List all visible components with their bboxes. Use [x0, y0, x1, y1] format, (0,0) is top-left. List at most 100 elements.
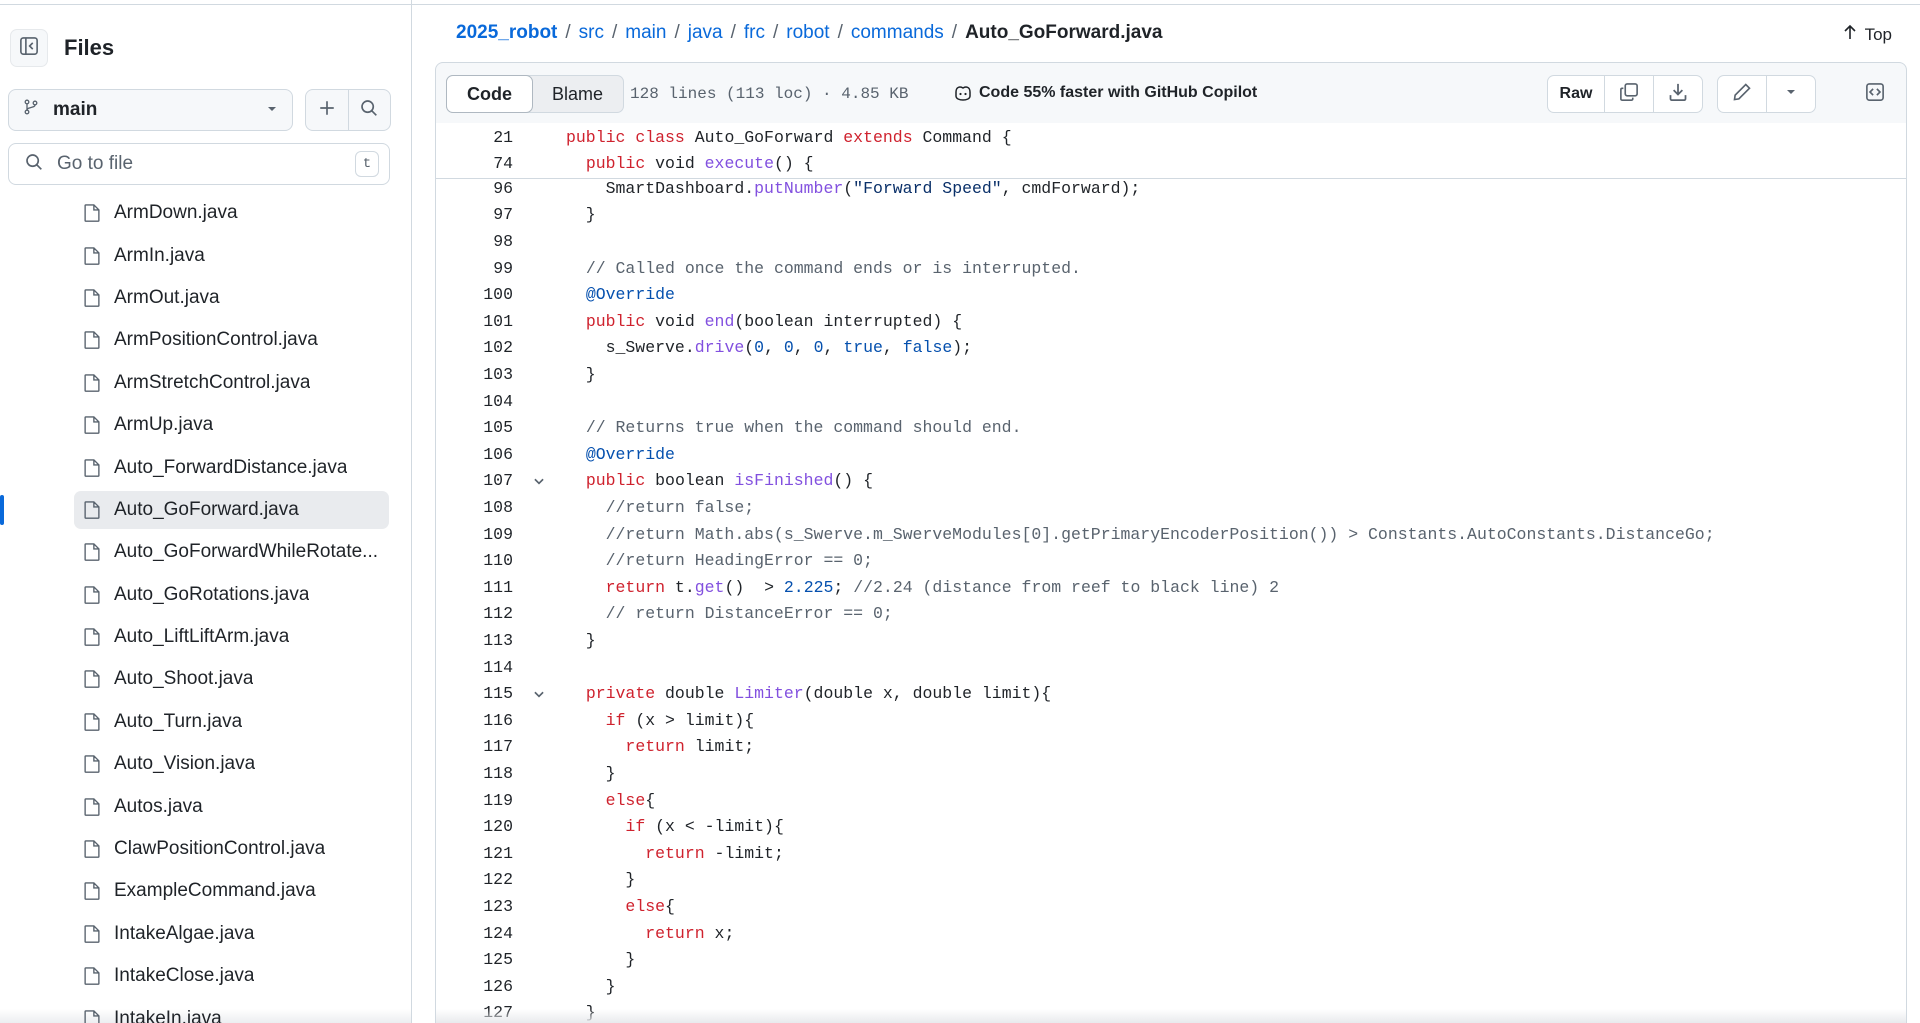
file-tree-item[interactable]: Auto_LiftLiftArm.java — [0, 616, 411, 658]
line-number[interactable]: 114 — [483, 657, 513, 677]
file-tree-item[interactable]: ExampleCommand.java — [0, 870, 411, 912]
line-number[interactable]: 112 — [483, 604, 513, 624]
shortcut-hint: t — [355, 151, 379, 177]
file-tree-item[interactable]: Autos.java — [0, 785, 411, 827]
raw-button[interactable]: Raw — [1559, 85, 1593, 102]
file-icon — [83, 966, 101, 986]
file-icon — [83, 415, 101, 435]
add-file-button[interactable] — [306, 90, 348, 130]
symbols-panel-button[interactable] — [1856, 75, 1894, 113]
line-number[interactable]: 124 — [483, 923, 513, 943]
code-line: 98 — [436, 228, 1906, 255]
file-tree-item[interactable]: Auto_GoForward.java — [0, 489, 411, 531]
line-number[interactable]: 119 — [483, 790, 513, 810]
fold-chevron-icon[interactable] — [523, 687, 555, 701]
active-item-indicator — [0, 494, 4, 526]
code-text: public class Auto_GoForward extends Comm… — [566, 127, 1012, 147]
line-number[interactable]: 120 — [483, 817, 513, 837]
line-number[interactable]: 74 — [493, 154, 513, 174]
breadcrumb-link-frc[interactable]: frc — [743, 22, 765, 43]
line-number[interactable]: 118 — [483, 763, 513, 783]
edit-options-button[interactable] — [1766, 76, 1815, 112]
file-tree-item[interactable]: ClawPositionControl.java — [0, 828, 411, 870]
breadcrumb-link-commands[interactable]: commands — [850, 22, 944, 43]
line-number[interactable]: 115 — [483, 684, 513, 704]
line-number[interactable]: 21 — [493, 127, 513, 147]
file-tree-item[interactable]: IntakeClose.java — [0, 955, 411, 997]
line-number[interactable]: 105 — [483, 418, 513, 438]
file-tree-item[interactable]: IntakeAlgae.java — [0, 913, 411, 955]
file-tree-item[interactable]: Auto_GoForwardWhileRotate... — [0, 531, 411, 573]
line-number[interactable]: 103 — [483, 364, 513, 384]
file-tree-item[interactable]: ArmPositionControl.java — [0, 319, 411, 361]
file-tree-item[interactable]: ArmStretchControl.java — [0, 362, 411, 404]
code-line: 112 // return DistanceError == 0; — [436, 601, 1906, 628]
file-tree-item[interactable]: ArmDown.java — [0, 192, 411, 234]
breadcrumb-link-src[interactable]: src — [578, 22, 604, 43]
code-line: 117 return limit; — [436, 734, 1906, 761]
copilot-promo-link[interactable]: Code 55% faster with GitHub Copilot — [953, 84, 1257, 102]
scroll-top-button[interactable]: Top — [1843, 24, 1892, 45]
tab-code[interactable]: Code — [446, 75, 533, 113]
breadcrumb-link-main[interactable]: main — [625, 22, 667, 43]
download-button[interactable] — [1653, 76, 1702, 112]
line-number[interactable]: 108 — [483, 497, 513, 517]
code-line: 113 } — [436, 627, 1906, 654]
file-tree-item[interactable]: IntakeIn.java — [0, 997, 411, 1023]
git-branch-icon — [23, 98, 39, 122]
line-number[interactable]: 96 — [493, 178, 513, 198]
line-number[interactable]: 125 — [483, 950, 513, 970]
code-text: public boolean isFinished() { — [585, 471, 873, 491]
line-number[interactable]: 109 — [483, 524, 513, 544]
line-number[interactable]: 111 — [483, 577, 513, 597]
code-text: } — [566, 763, 616, 783]
line-number[interactable]: 121 — [483, 843, 513, 863]
file-tree-item[interactable]: ArmOut.java — [0, 277, 411, 319]
file-icon — [83, 712, 101, 732]
breadcrumb-link-java[interactable]: java — [687, 22, 723, 43]
line-number[interactable]: 99 — [493, 258, 513, 278]
code-text: //return Math.abs(s_Swerve.m_SwerveModul… — [605, 524, 1715, 544]
collapse-sidebar-button[interactable] — [10, 29, 48, 67]
file-tree-item[interactable]: ArmIn.java — [0, 234, 411, 276]
breadcrumb-repo-link[interactable]: 2025_robot — [456, 22, 558, 43]
file-actions: Raw — [1547, 75, 1816, 113]
line-number[interactable]: 116 — [483, 710, 513, 730]
raw-copy-download-group: Raw — [1547, 75, 1703, 113]
file-tree-item[interactable]: Auto_Vision.java — [0, 743, 411, 785]
fold-chevron-icon[interactable] — [523, 474, 555, 488]
breadcrumb-link-robot[interactable]: robot — [786, 22, 830, 43]
tab-blame[interactable]: Blame — [552, 83, 604, 104]
file-icon — [83, 288, 101, 308]
line-number[interactable]: 102 — [483, 338, 513, 358]
line-number[interactable]: 122 — [483, 870, 513, 890]
line-number[interactable]: 123 — [483, 896, 513, 916]
line-number[interactable]: 97 — [493, 205, 513, 225]
go-to-file-field[interactable]: t — [8, 143, 390, 185]
file-name: ExampleCommand.java — [114, 880, 316, 902]
copy-raw-button[interactable] — [1604, 76, 1653, 112]
file-tree-item[interactable]: ArmUp.java — [0, 404, 411, 446]
branch-selector[interactable]: main — [8, 89, 293, 131]
code-text: if (x > limit){ — [605, 710, 755, 730]
line-number[interactable]: 117 — [483, 737, 513, 757]
file-tree-item[interactable]: Auto_Turn.java — [0, 701, 411, 743]
line-number[interactable]: 113 — [483, 630, 513, 650]
line-number[interactable]: 98 — [493, 231, 513, 251]
edit-file-button[interactable] — [1718, 76, 1766, 112]
search-files-button[interactable] — [347, 90, 391, 130]
line-number[interactable]: 104 — [483, 391, 513, 411]
line-number[interactable]: 101 — [483, 311, 513, 331]
file-tree-item[interactable]: Auto_ForwardDistance.java — [0, 446, 411, 488]
go-to-file-input[interactable] — [55, 152, 355, 176]
line-number[interactable]: 107 — [483, 471, 513, 491]
line-number[interactable]: 110 — [483, 551, 513, 571]
line-number[interactable]: 126 — [483, 976, 513, 996]
file-tree-item[interactable]: Auto_GoRotations.java — [0, 574, 411, 616]
line-number[interactable]: 100 — [483, 285, 513, 305]
code-text: } — [566, 950, 636, 970]
line-number[interactable]: 106 — [483, 444, 513, 464]
file-tree-item[interactable]: Auto_Shoot.java — [0, 658, 411, 700]
file-meta: 128 lines (113 loc) · 4.85 KB — [630, 85, 909, 103]
code-text: } — [566, 205, 596, 225]
